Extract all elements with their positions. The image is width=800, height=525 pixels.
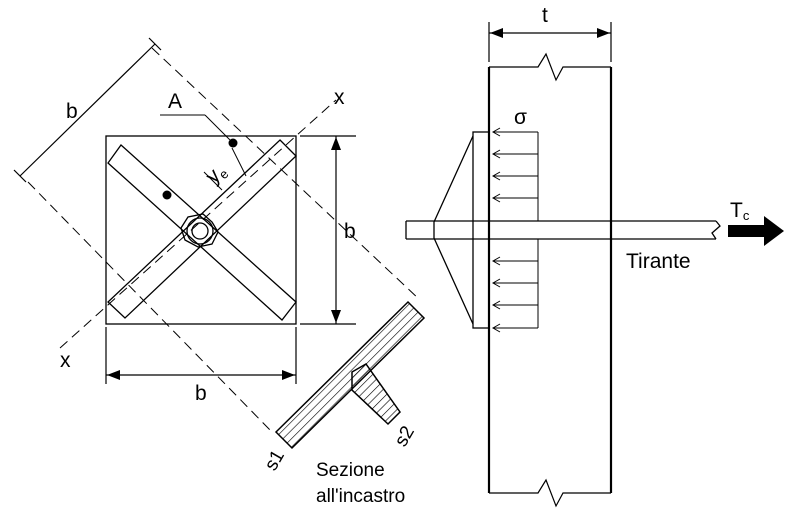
- dimension-b-horizontal: [105, 327, 297, 384]
- label-b-vertical: b: [344, 220, 356, 243]
- label-tirante: Tirante: [626, 250, 691, 273]
- label-sezione-line1: Sezione: [316, 460, 385, 481]
- label-s1: s1: [261, 447, 289, 475]
- arrow-b-vert-bottom: [331, 310, 341, 323]
- arrow-b-horiz-left: [107, 370, 120, 380]
- label-b-horizontal: b: [195, 382, 207, 405]
- leader-a-diag: [204, 114, 231, 141]
- plate-plan-view: [105, 135, 297, 325]
- label-point-a: A: [168, 90, 182, 113]
- label-b-diagonal: b: [66, 100, 78, 123]
- stress-distribution: [491, 127, 539, 333]
- label-t: t: [542, 4, 548, 27]
- arrow-t-left: [490, 28, 503, 38]
- rotated-outline-top: [151, 47, 421, 301]
- bolt-hole: [191, 222, 209, 240]
- fixed-end-section: [274, 300, 426, 450]
- label-axis-x-top: x: [334, 86, 345, 109]
- square-plate: [105, 135, 297, 325]
- tie-rod: [405, 220, 721, 240]
- label-sezione-line2: all'incastro: [316, 486, 405, 507]
- label-s2: s2: [391, 423, 419, 451]
- arrow-b-vert-top: [331, 137, 341, 150]
- point-a-dot: [228, 138, 238, 148]
- nut-hexagon: [180, 213, 219, 248]
- arrow-t-right: [597, 28, 610, 38]
- wall-break-top: [489, 52, 611, 82]
- label-sigma: σ: [514, 106, 527, 129]
- dimension-t: [488, 22, 612, 62]
- rotated-outline-left: [27, 181, 271, 431]
- arrow-b-horiz-right: [282, 370, 295, 380]
- label-axis-x-bottom: x: [60, 349, 71, 372]
- section-web: [351, 363, 401, 426]
- rib-profile: [433, 135, 474, 325]
- dimension-b-diagonal: [13, 37, 162, 183]
- point-dot-2: [162, 190, 172, 200]
- label-tc: Tc: [730, 199, 750, 223]
- plate-side-view: [433, 131, 490, 329]
- diagonal-rib-2: [107, 139, 297, 319]
- diagonal-rib-1: [107, 144, 297, 321]
- dimension-b-vertical: [300, 135, 356, 325]
- wall-break-bottom: [489, 478, 611, 508]
- axis-x-line: [59, 99, 337, 349]
- dimension-ye: [203, 147, 247, 191]
- nut-outer-circle: [186, 217, 214, 245]
- section-flange: [274, 300, 426, 450]
- tension-arrow: [728, 216, 784, 246]
- plate-thickness: [472, 131, 490, 329]
- wall-section: [487, 52, 613, 508]
- label-ye: ye: [201, 159, 231, 189]
